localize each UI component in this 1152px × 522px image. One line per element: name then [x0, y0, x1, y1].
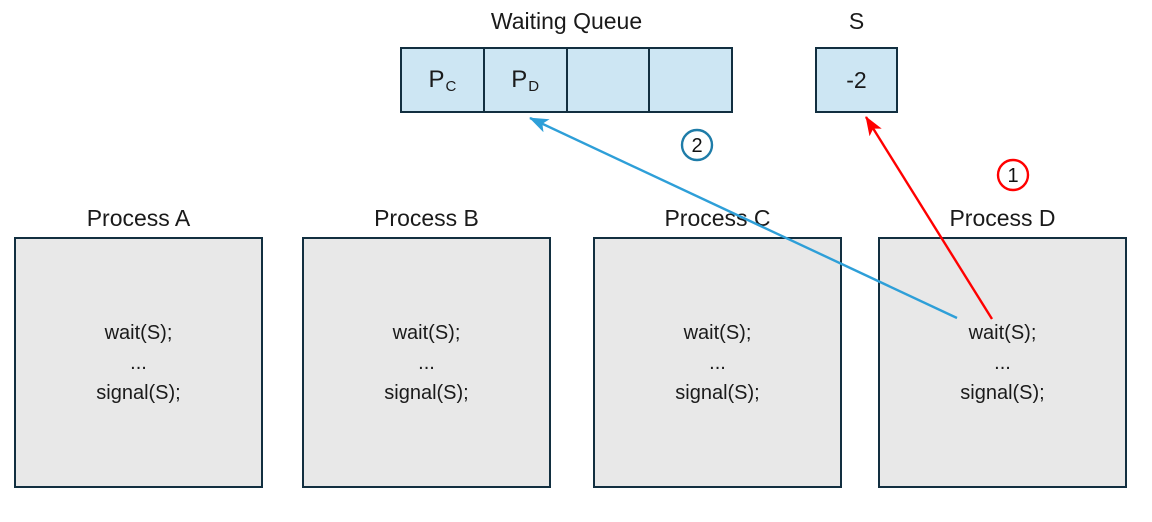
queue-cell-2-label: P [511, 66, 528, 93]
process-c-ellipsis: ... [709, 351, 726, 374]
semaphore-value: -2 [846, 66, 867, 93]
step-2-number: 2 [691, 135, 702, 157]
process-d-wait: wait(S); [968, 321, 1037, 344]
waiting-queue-title: Waiting Queue [490, 8, 643, 34]
process-a-signal: signal(S); [96, 381, 181, 404]
process-a-ellipsis: ... [130, 351, 147, 374]
process-b-box: wait(S); ... signal(S); [302, 237, 551, 488]
process-c-box: wait(S); ... signal(S); [593, 237, 842, 488]
process-c-wait: wait(S); [683, 321, 752, 344]
process-b-signal: signal(S); [384, 381, 469, 404]
step-1-number: 1 [1007, 165, 1018, 187]
step-2-circle-icon [680, 128, 714, 162]
process-c-signal: signal(S); [675, 381, 760, 404]
process-a-wait: wait(S); [104, 321, 173, 344]
process-c-title: Process C [664, 205, 771, 231]
semaphore-label: S [848, 8, 865, 34]
queue-cell-1-subscript: C [445, 77, 457, 95]
process-b-ellipsis: ... [418, 351, 435, 374]
step-1-circle-icon [996, 158, 1030, 192]
process-d-ellipsis: ... [994, 351, 1011, 374]
queue-cell-4 [650, 49, 731, 111]
process-a-box: wait(S); ... signal(S); [14, 237, 263, 488]
queue-cell-2-subscript: D [528, 77, 540, 95]
process-d-signal: signal(S); [960, 381, 1045, 404]
process-d-box: wait(S); ... signal(S); [878, 237, 1127, 488]
process-b-wait: wait(S); [392, 321, 461, 344]
queue-cell-1-label: P [428, 66, 445, 93]
queue-cell-3 [568, 49, 651, 111]
process-d-title: Process D [949, 205, 1056, 231]
semaphore-value-box: -2 [815, 47, 898, 113]
process-a-title: Process A [86, 205, 191, 231]
process-b-title: Process B [374, 205, 479, 231]
